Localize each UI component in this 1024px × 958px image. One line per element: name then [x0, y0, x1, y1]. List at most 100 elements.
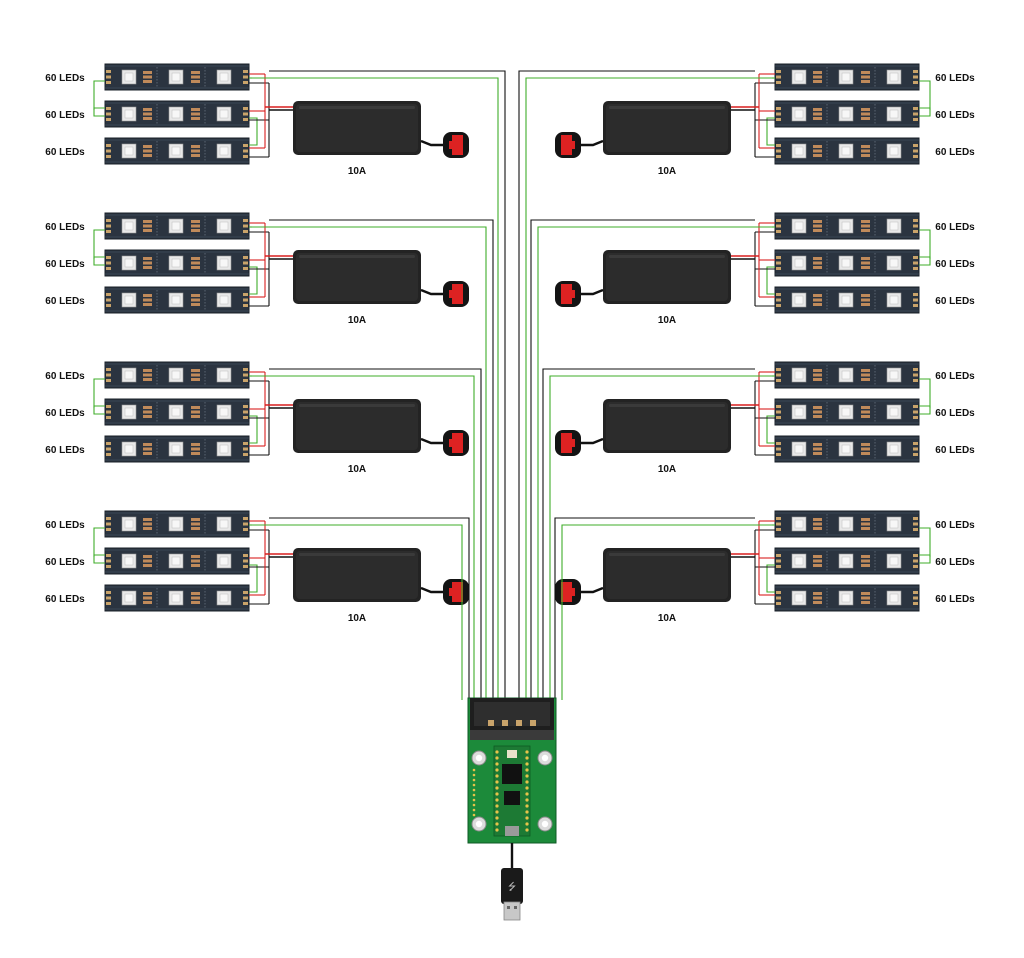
- data-run-to-controller: [252, 375, 475, 700]
- led-strip-icon: [104, 361, 250, 389]
- strip-label: 60 LEDs: [935, 594, 975, 605]
- psu-label: 10A: [348, 613, 366, 624]
- strip-label: 60 LEDs: [935, 557, 975, 568]
- strip-label: 60 LEDs: [45, 371, 85, 382]
- led-strip: 60 LEDs: [45, 100, 250, 128]
- led-strip-icon: [104, 63, 250, 91]
- led-strip-icon: [104, 249, 250, 277]
- data-wire-loop: [249, 266, 258, 295]
- data-wire-loop: [919, 554, 931, 557]
- data-wire-loop: [93, 256, 105, 259]
- ground-run-to-controller: [269, 368, 482, 700]
- uk-plug-icon: [555, 132, 581, 158]
- led-strip: 60 LEDs: [45, 137, 250, 165]
- psu-label: 10A: [348, 464, 366, 475]
- power-supply-icon: [603, 548, 731, 602]
- data-wire-loop: [249, 564, 258, 593]
- led-strip-icon: [774, 286, 920, 314]
- uk-plug-icon: [555, 430, 581, 456]
- power-supply-icon: [293, 250, 421, 304]
- strip-label: 60 LEDs: [935, 445, 975, 456]
- led-strip: 60 LEDs: [774, 100, 975, 128]
- strip-group-right-1: 60 LEDs 60 LEDs 60 LEDs 10A: [518, 63, 975, 700]
- ground-run-to-controller: [269, 219, 494, 700]
- strip-label: 60 LEDs: [935, 520, 975, 531]
- data-wire-loop: [919, 405, 931, 408]
- ground-run-to-controller: [269, 70, 506, 700]
- strip-group-right-4: 60 LEDs 60 LEDs 60 LEDs 10A: [554, 510, 975, 700]
- led-strip: 60 LEDs: [45, 212, 250, 240]
- strip-label: 60 LEDs: [935, 371, 975, 382]
- data-run-to-controller: [252, 524, 463, 700]
- data-wire-loop: [919, 229, 931, 266]
- led-strip: 60 LEDs: [774, 212, 975, 240]
- led-strip-icon: [774, 100, 920, 128]
- data-run-to-controller: [537, 226, 772, 700]
- led-strip-icon: [104, 137, 250, 165]
- micro-usb-port-icon: [505, 826, 519, 836]
- data-wire-loop: [249, 415, 258, 444]
- led-strip: 60 LEDs: [45, 584, 250, 612]
- strip-label: 60 LEDs: [45, 557, 85, 568]
- uk-plug-icon: [443, 281, 469, 307]
- led-strip-icon: [774, 63, 920, 91]
- mains-cable: [420, 139, 443, 147]
- data-wire-loop: [766, 266, 775, 295]
- ground-run-to-controller: [554, 517, 755, 700]
- led-strip: 60 LEDs: [45, 361, 250, 389]
- data-wire-loop: [93, 554, 105, 557]
- strip-label: 60 LEDs: [935, 259, 975, 270]
- led-strip: 60 LEDs: [45, 286, 250, 314]
- ground-run-to-controller: [269, 517, 470, 700]
- led-strip-icon: [104, 510, 250, 538]
- led-strip: 60 LEDs: [45, 398, 250, 426]
- strip-label: 60 LEDs: [935, 73, 975, 84]
- uk-plug-icon: [443, 132, 469, 158]
- led-strip: 60 LEDs: [45, 435, 250, 463]
- led-strip-icon: [774, 212, 920, 240]
- strip-group-left-2: 60 LEDs 60 LEDs 60 LEDs 10A: [45, 212, 494, 700]
- led-strip: 60 LEDs: [774, 63, 975, 91]
- led-strip: 60 LEDs: [774, 510, 975, 538]
- mains-cable: [581, 288, 604, 296]
- power-supply-icon: [293, 101, 421, 155]
- mains-cable: [581, 139, 604, 147]
- uk-plug-icon: [555, 281, 581, 307]
- data-wire-loop: [249, 117, 258, 146]
- led-strip: 60 LEDs: [45, 547, 250, 575]
- strip-group-right-3: 60 LEDs 60 LEDs 60 LEDs 10A: [542, 361, 975, 700]
- led-strip: 60 LEDs: [774, 398, 975, 426]
- led-strip-icon: [104, 584, 250, 612]
- led-strip-icon: [104, 398, 250, 426]
- strip-label: 60 LEDs: [45, 73, 85, 84]
- strip-label: 60 LEDs: [45, 408, 85, 419]
- psu-label: 10A: [348, 166, 366, 177]
- data-wire-loop: [919, 527, 931, 564]
- led-strip-icon: [774, 361, 920, 389]
- strip-label: 60 LEDs: [935, 408, 975, 419]
- data-wire-loop: [93, 405, 105, 408]
- data-run-to-controller: [549, 375, 772, 700]
- data-wire-loop: [919, 107, 931, 110]
- strip-label: 60 LEDs: [935, 110, 975, 121]
- led-strip: 60 LEDs: [774, 286, 975, 314]
- led-strip-icon: [104, 100, 250, 128]
- data-wire-loop: [93, 378, 105, 415]
- led-strip: 60 LEDs: [774, 137, 975, 165]
- mains-cable: [581, 437, 604, 445]
- data-wire-loop: [919, 378, 931, 415]
- strip-group-left-4: 60 LEDs 60 LEDs 60 LEDs 10A: [45, 510, 470, 700]
- psu-label: 10A: [348, 315, 366, 326]
- led-strip-icon: [774, 435, 920, 463]
- psu-label: 10A: [658, 613, 676, 624]
- mains-cable: [420, 288, 443, 296]
- strip-group-right-2: 60 LEDs 60 LEDs 60 LEDs 10A: [530, 212, 975, 700]
- led-strip-icon: [774, 547, 920, 575]
- psu-label: 10A: [658, 464, 676, 475]
- led-strip-icon: [774, 137, 920, 165]
- uk-plug-icon: [555, 579, 581, 605]
- strip-label: 60 LEDs: [45, 520, 85, 531]
- led-strip: 60 LEDs: [45, 63, 250, 91]
